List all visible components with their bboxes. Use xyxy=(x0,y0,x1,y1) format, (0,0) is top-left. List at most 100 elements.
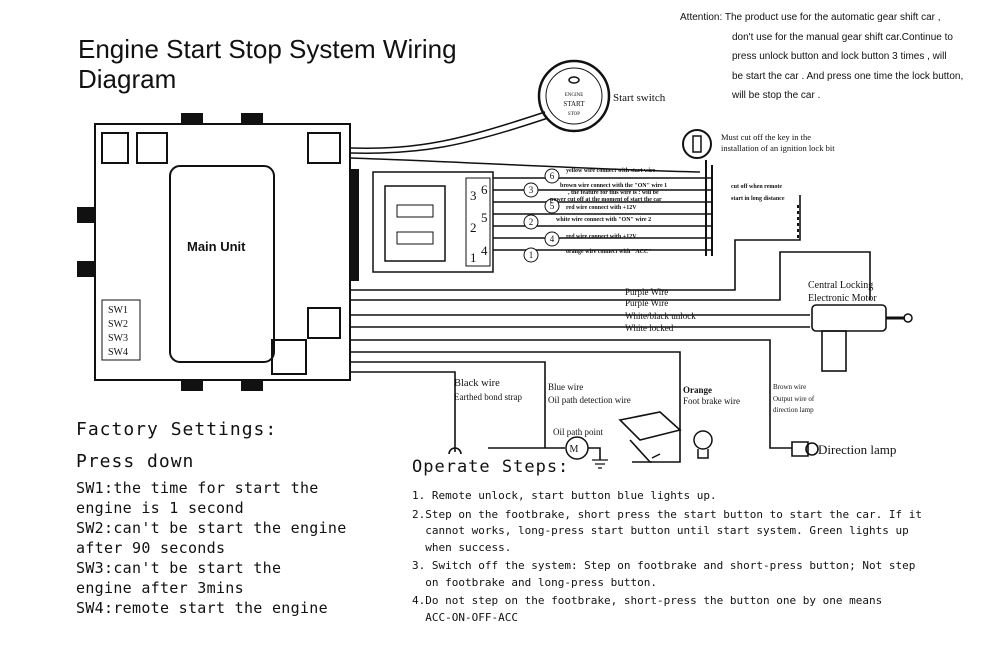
unit-square xyxy=(307,132,341,164)
wire-label-red-2: red wire connect with +12V xyxy=(566,234,637,240)
attention-label: Attention: xyxy=(680,12,723,23)
attention-line-5: will be stop the car . xyxy=(732,90,821,101)
start-switch-outer xyxy=(537,59,611,133)
factory-press-down: Press down xyxy=(76,451,195,472)
attention-line-3: press unlock button and lock button 3 ti… xyxy=(732,51,947,62)
step-2: 2.Step on the footbrake, short press the… xyxy=(412,507,922,557)
connector-block xyxy=(372,171,494,273)
factory-line-6: engine after 3mins xyxy=(76,579,244,597)
purple-wire-2: Purple Wire xyxy=(625,298,668,308)
attention-note: Attention: The product use for the autom… xyxy=(680,8,1000,106)
orange-wire-label: Orange xyxy=(683,385,712,395)
factory-heading: Factory Settings: xyxy=(76,419,278,440)
wire-num-1: 1 xyxy=(529,250,534,260)
unit-square xyxy=(307,307,341,339)
unit-tab xyxy=(77,261,96,277)
pin-3: 3 xyxy=(470,188,477,203)
wire-label-white: white wire connect with "ON" wire 2 xyxy=(556,217,651,223)
wire-label-brown: brown wire connect with the "ON" wire 1 xyxy=(560,183,667,189)
start-switch-light xyxy=(568,76,580,84)
factory-line-7: SW4:remote start the engine xyxy=(76,599,328,617)
unit-tab xyxy=(181,379,203,391)
key-note-1: Must cut off the key in the xyxy=(721,132,811,142)
main-unit-box xyxy=(94,123,351,381)
central-locking-2: Electronic Motor xyxy=(808,293,877,304)
pin-4: 4 xyxy=(481,243,488,258)
button-line-start: START xyxy=(563,100,585,108)
wire-num-6: 6 xyxy=(550,171,555,181)
factory-line-4: after 90 seconds xyxy=(76,539,226,557)
factory-line-2: engine is 1 second xyxy=(76,499,244,517)
white-black-unlock: White/black unlock xyxy=(625,311,696,321)
wire-num-2: 2 xyxy=(529,217,534,227)
direction-lamp-icon xyxy=(805,442,819,456)
sw2-label: SW2 xyxy=(108,319,128,330)
brown-wire-desc-2: direction lamp xyxy=(773,406,814,414)
black-wire-label: Black wire xyxy=(454,378,500,389)
sw3-label: SW3 xyxy=(108,333,128,344)
step-3-line-2: on footbrake and long-press button. xyxy=(412,575,658,589)
motor-letter: M xyxy=(570,444,579,455)
step-4-line-2: ACC-ON-OFF-ACC xyxy=(412,610,518,624)
page-title: Engine Start Stop System Wiring Diagram xyxy=(78,34,457,94)
unit-tab xyxy=(241,113,263,125)
factory-settings: Factory Settings: Press down SW1:the tim… xyxy=(76,418,396,618)
factory-line-3: SW2:can't be start the engine xyxy=(76,519,347,537)
operate-heading: Operate Steps: xyxy=(412,457,570,477)
main-unit-label: Main Unit xyxy=(187,239,246,254)
sw1-label: SW1 xyxy=(108,305,128,316)
wire-num-4: 4 xyxy=(550,234,555,244)
wire-num-5: 5 xyxy=(550,201,555,211)
brown-wire-desc-1: Output wire of xyxy=(773,395,815,403)
blue-wire-label: Blue wire xyxy=(548,382,583,392)
attention-line-4: be start the car . And press one time th… xyxy=(732,70,964,82)
black-wire-desc: Earthed bond strap xyxy=(454,392,522,402)
start-switch-inner xyxy=(545,67,603,125)
cut-off-note-1: cut off when remote xyxy=(731,184,782,190)
wire-label-red-1: red wire connect with +12V xyxy=(566,205,637,211)
step-2-line-3: when success. xyxy=(412,540,512,554)
unit-tab xyxy=(181,113,203,125)
switch-box xyxy=(101,299,141,361)
blue-wire-desc: Oil path detection wire xyxy=(548,395,631,405)
step-4: 4.Do not step on the footbrake, short-pr… xyxy=(412,593,912,626)
pin-2: 2 xyxy=(470,220,477,235)
wire-label-brown-2: , the feature for this wire is : will be xyxy=(568,190,659,196)
wire-label-yellow: yellow wire connect with start wire xyxy=(566,168,656,174)
brake-lamp-icon xyxy=(693,430,713,450)
brake-pedal-icon xyxy=(618,411,682,441)
button-line-stop: STOP xyxy=(568,112,580,117)
ignition-key-icon xyxy=(682,129,712,159)
operate-steps: Operate Steps: 1. Remote unlock, start b… xyxy=(412,456,922,626)
white-locked: White locked xyxy=(625,323,674,333)
step-4-line-1: 4.Do not step on the footbrake, short-pr… xyxy=(412,594,883,607)
button-line-engine: ENGINE xyxy=(565,93,584,98)
key-note-2: installation of an ignition lock bit xyxy=(721,143,835,153)
unit-square xyxy=(101,132,129,164)
step-1-line-1: 1. Remote unlock, start button blue ligh… xyxy=(412,489,717,502)
sw4-label: SW4 xyxy=(108,347,128,358)
pin-6: 6 xyxy=(481,182,488,197)
factory-line-5: SW3:can't be start the xyxy=(76,559,282,577)
ground-icon xyxy=(448,447,462,455)
step-1: 1. Remote unlock, start button blue ligh… xyxy=(412,488,912,505)
wire-label-brown-3: power cut off at the moment of start the… xyxy=(550,197,662,203)
orange-wire-desc: Foot brake wire xyxy=(683,396,740,406)
start-switch-label: Start switch xyxy=(613,92,666,104)
unit-tab xyxy=(77,207,96,223)
factory-line-1: SW1:the time for start the xyxy=(76,479,319,497)
step-3: 3. Switch off the system: Step on footbr… xyxy=(412,558,916,591)
brown-wire-label: Brown wire xyxy=(773,383,806,391)
central-locking-1: Central Locking xyxy=(808,280,873,291)
step-2-line-2: cannot works, long-press start button un… xyxy=(412,524,909,537)
central-lock-motor xyxy=(811,304,887,332)
cut-off-note-2: start in long distance xyxy=(731,196,785,202)
step-3-line-1: 3. Switch off the system: Step on footbr… xyxy=(412,559,916,572)
main-unit-panel xyxy=(169,165,275,363)
purple-wire-1: Purple Wire xyxy=(625,287,668,297)
attention-line-2: don't use for the manual gear shift car.… xyxy=(732,31,953,43)
unit-side-rail xyxy=(349,169,359,281)
pin-1: 1 xyxy=(470,250,477,265)
unit-tab xyxy=(241,379,263,391)
